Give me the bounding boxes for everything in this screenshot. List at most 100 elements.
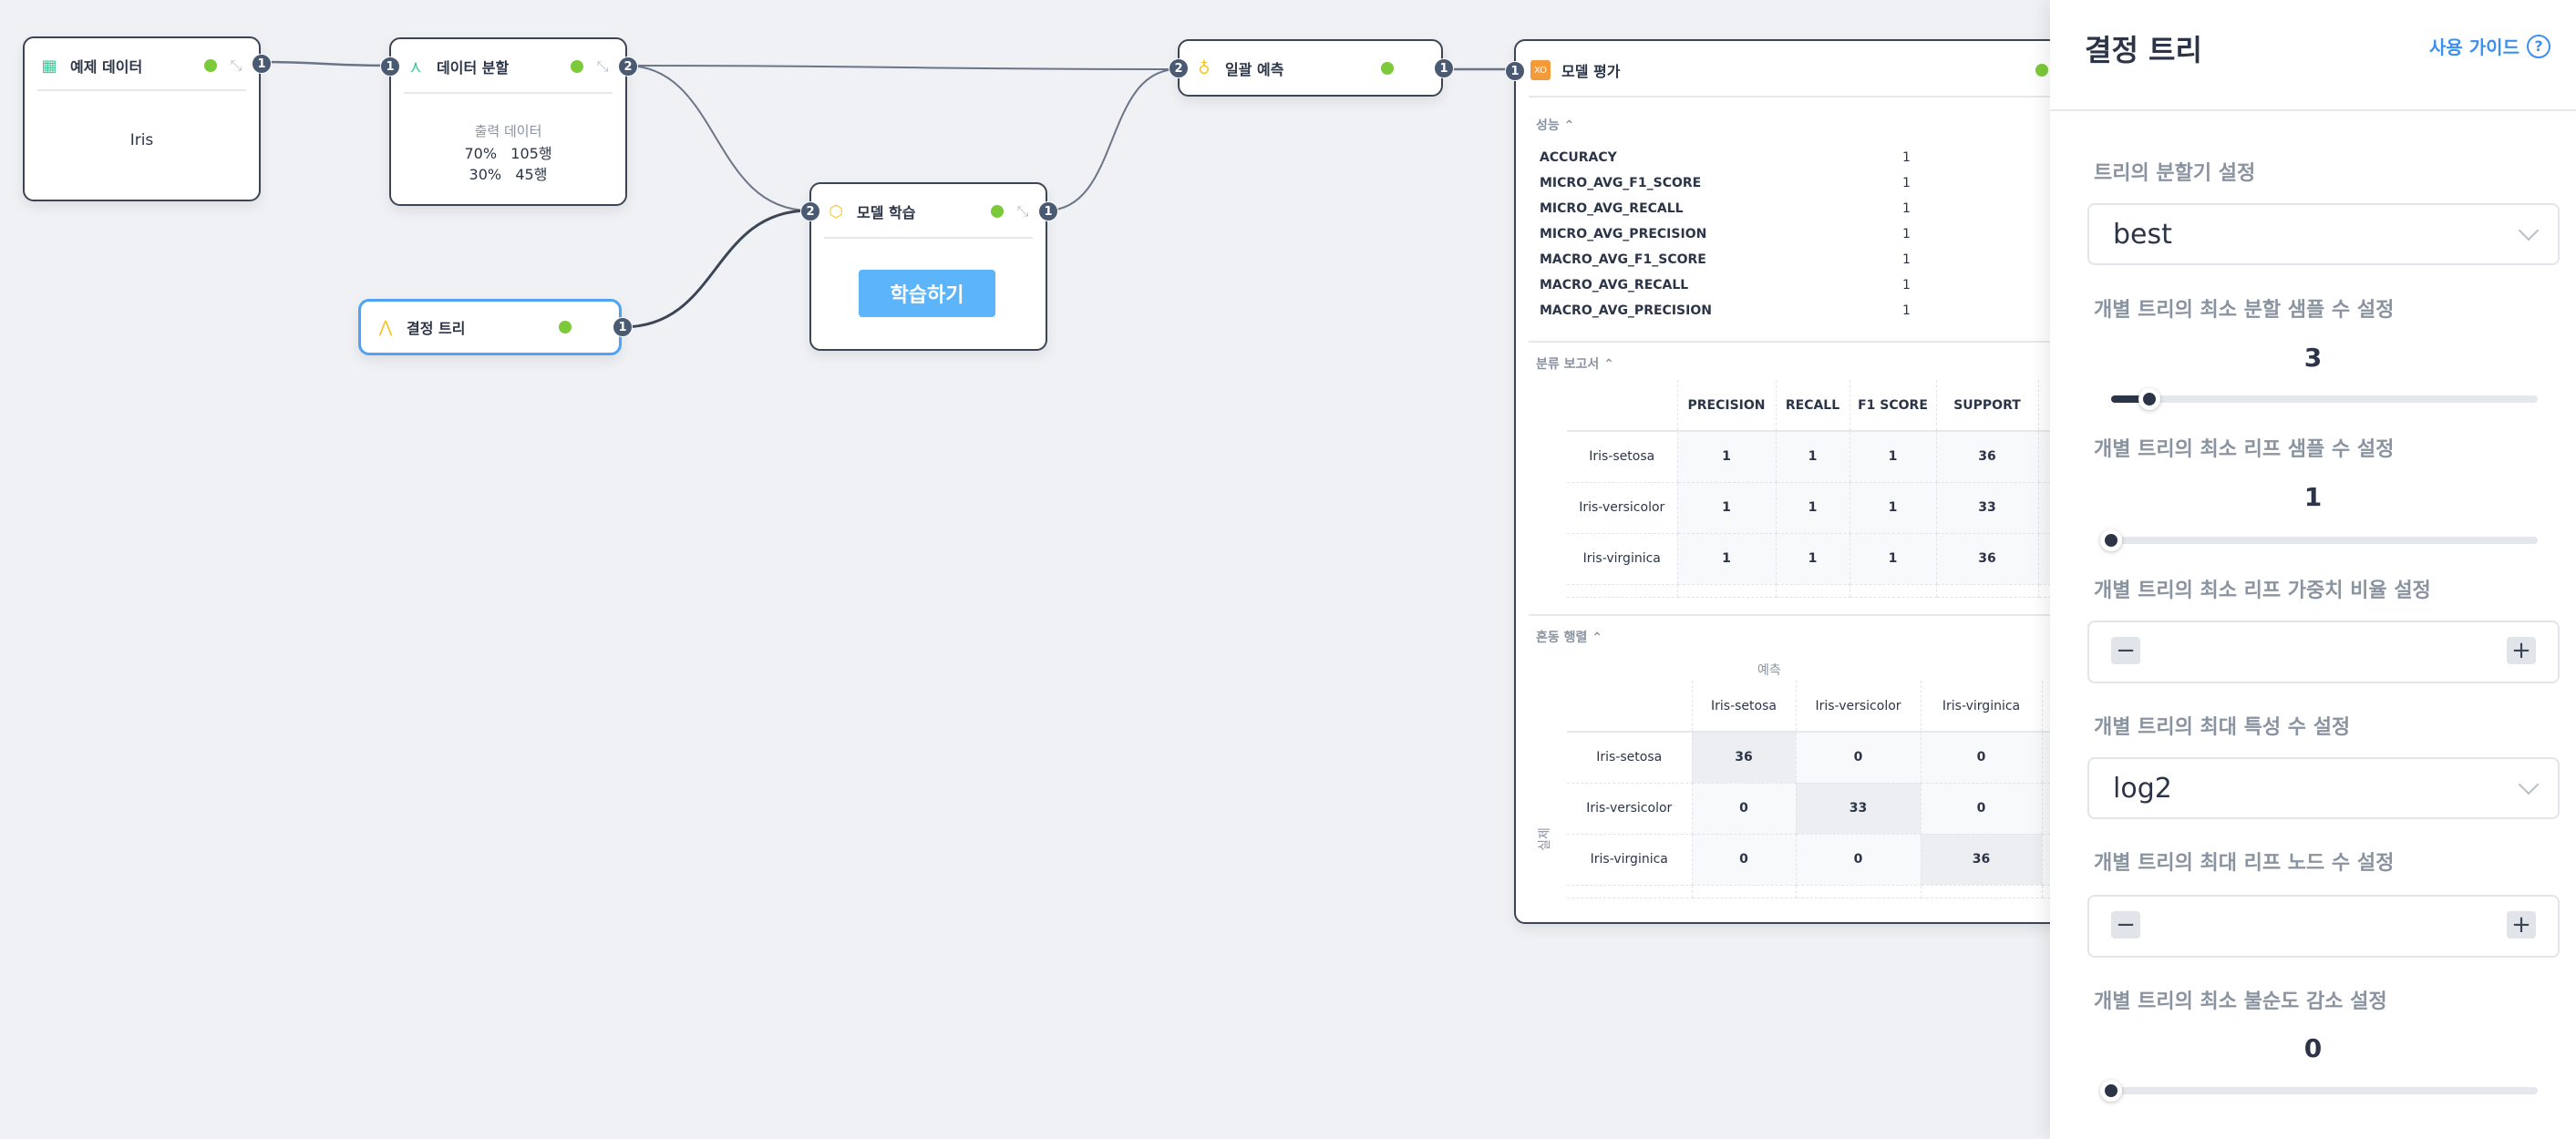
input-port[interactable]: 2	[800, 201, 820, 221]
input-port[interactable]: 1	[380, 56, 400, 77]
metric-value: 1	[1902, 150, 1911, 165]
min-samples-split-slider[interactable]	[2111, 388, 2538, 410]
split-icon: ⋏	[409, 56, 422, 77]
cell: 36	[1935, 533, 2038, 585]
collapse-icon[interactable]: ⤡	[596, 57, 609, 75]
split-count: 45행	[515, 166, 548, 183]
splitter-label: 트리의 분할기 설정	[2094, 162, 2256, 185]
cell: 1	[1849, 482, 1936, 534]
min-weight-fraction-label: 개별 트리의 최소 리프 가중치 비율 설정	[2094, 580, 2431, 602]
min-weight-fraction-stepper[interactable]: − +	[2087, 621, 2560, 683]
cell: 1	[1849, 533, 1936, 585]
metric-value: 1	[1902, 201, 1911, 216]
performance-section-toggle[interactable]: 성능 ⌃	[1536, 116, 1574, 134]
node-model-train[interactable]: ⬡ 모델 학습 ⤡ 학습하기 2 1	[800, 182, 1058, 351]
node-decision-tree[interactable]: ⋀결정 트리 1	[358, 299, 633, 355]
confusion-section-toggle[interactable]: 혼동 행렬 ⌃	[1536, 628, 1602, 646]
decrement-button[interactable]: −	[2111, 637, 2140, 664]
slider-thumb[interactable]	[2138, 388, 2161, 410]
cell: 1	[1676, 482, 1776, 534]
split-row: 70% 105행	[391, 141, 625, 163]
min-samples-leaf-slider[interactable]	[2100, 529, 2538, 551]
input-port[interactable]: 2	[1169, 58, 1189, 78]
chevron-up-icon: ⌃	[1563, 118, 1575, 133]
cell: 36	[1935, 431, 2038, 483]
output-port[interactable]: 2	[618, 56, 638, 77]
guide-label: 사용 가이드	[2429, 36, 2519, 58]
min-samples-split-label: 개별 트리의 최소 분할 샘플 수 설정	[2094, 299, 2395, 322]
train-button[interactable]: 학습하기	[859, 270, 995, 317]
min-samples-leaf-label: 개별 트리의 최소 리프 샘플 수 설정	[2094, 438, 2395, 461]
max-features-select[interactable]: log2	[2087, 757, 2560, 819]
decrement-button[interactable]: −	[2111, 911, 2140, 939]
min-samples-split-value: 3	[2303, 343, 2323, 373]
cell: 1	[1676, 431, 1776, 483]
metric-value: 1	[1902, 303, 1911, 318]
min-impurity-decrease-value: 0	[2303, 1033, 2323, 1063]
slider-thumb[interactable]	[2100, 1080, 2122, 1102]
cell: 0	[1920, 732, 2042, 784]
user-guide-link[interactable]: 사용 가이드?	[2429, 33, 2550, 59]
select-value: log2	[2113, 772, 2172, 805]
output-port[interactable]: 1	[1434, 58, 1454, 78]
status-dot	[204, 59, 217, 72]
row-label: Iris-versicolor	[1567, 783, 1692, 835]
chevron-down-icon	[2518, 220, 2540, 241]
metric-value: 1	[1902, 278, 1911, 292]
output-port[interactable]: 1	[613, 317, 633, 337]
collapse-icon[interactable]: ⤡	[1016, 202, 1029, 220]
cell: 0	[1691, 783, 1796, 835]
status-dot	[559, 321, 572, 333]
cell: 0	[1920, 783, 2042, 835]
input-port[interactable]: 1	[1505, 61, 1525, 81]
increment-button[interactable]: +	[2507, 911, 2536, 939]
node-title: 모델 학습	[857, 204, 916, 221]
metric-value: 1	[1902, 176, 1911, 190]
section-label: 성능	[1536, 118, 1560, 133]
column-header: PRECISION	[1676, 380, 1776, 432]
panel-title: 결정 트리	[2085, 33, 2202, 67]
node-batch-predict[interactable]: ♁일괄 예측 2 1	[1169, 39, 1454, 97]
slider-thumb[interactable]	[2100, 529, 2122, 551]
row-label: Iris-versicolor	[1567, 482, 1677, 534]
status-dot	[571, 60, 583, 73]
node-sample-data[interactable]: ▦예제 데이터⤡ Iris 1	[23, 36, 272, 201]
section-label: 분류 보고서	[1536, 357, 1600, 372]
output-port[interactable]: 1	[1038, 201, 1058, 221]
help-icon: ?	[2526, 34, 2550, 58]
cell: 1	[1775, 533, 1850, 585]
edge-tree-to-train	[622, 209, 810, 329]
predicted-axis-label: 예측	[1757, 663, 1781, 678]
status-dot	[1381, 62, 1394, 75]
node-title: 모델 평가	[1561, 63, 1621, 80]
status-dot	[991, 205, 1004, 218]
metric-name: MACRO_AVG_F1_SCORE	[1540, 252, 1706, 267]
collapse-icon[interactable]: ⤡	[230, 56, 242, 74]
row-label: Iris-virginica	[1567, 834, 1692, 886]
column-header: Iris-versicolor	[1795, 681, 1921, 733]
edge-split-to-batch	[625, 65, 1179, 70]
output-port[interactable]: 1	[252, 54, 272, 74]
metric-name: MICRO_AVG_RECALL	[1540, 201, 1684, 216]
max-leaf-nodes-stepper[interactable]: − +	[2087, 895, 2560, 958]
min-impurity-decrease-slider[interactable]	[2100, 1080, 2538, 1102]
cell: 1	[1775, 431, 1850, 483]
node-title: 일괄 예측	[1225, 61, 1284, 78]
column-header: Iris-virginica	[1920, 681, 2042, 733]
model-icon: ⬡	[829, 201, 843, 221]
splitter-select[interactable]: best	[2087, 203, 2560, 265]
node-title: 데이터 분할	[437, 59, 510, 77]
report-section-toggle[interactable]: 분류 보고서 ⌃	[1536, 354, 1614, 373]
min-samples-leaf-value: 1	[2303, 482, 2323, 512]
settings-panel: 결정 트리 사용 가이드? 트리의 분할기 설정 best 개별 트리의 최소 …	[2050, 0, 2576, 1139]
dataset-name: Iris	[129, 131, 154, 149]
node-title: 결정 트리	[407, 320, 466, 337]
node-data-split[interactable]: ⋏데이터 분할⤡ 출력 데이터 70% 105행 30% 45행 1 2	[380, 37, 638, 206]
edge-train-to-batch	[1046, 68, 1179, 211]
metric-name: MACRO_AVG_PRECISION	[1540, 303, 1712, 318]
increment-button[interactable]: +	[2507, 637, 2536, 664]
connection-edges	[259, 60, 1514, 329]
chevron-up-icon: ⌃	[1592, 631, 1603, 645]
